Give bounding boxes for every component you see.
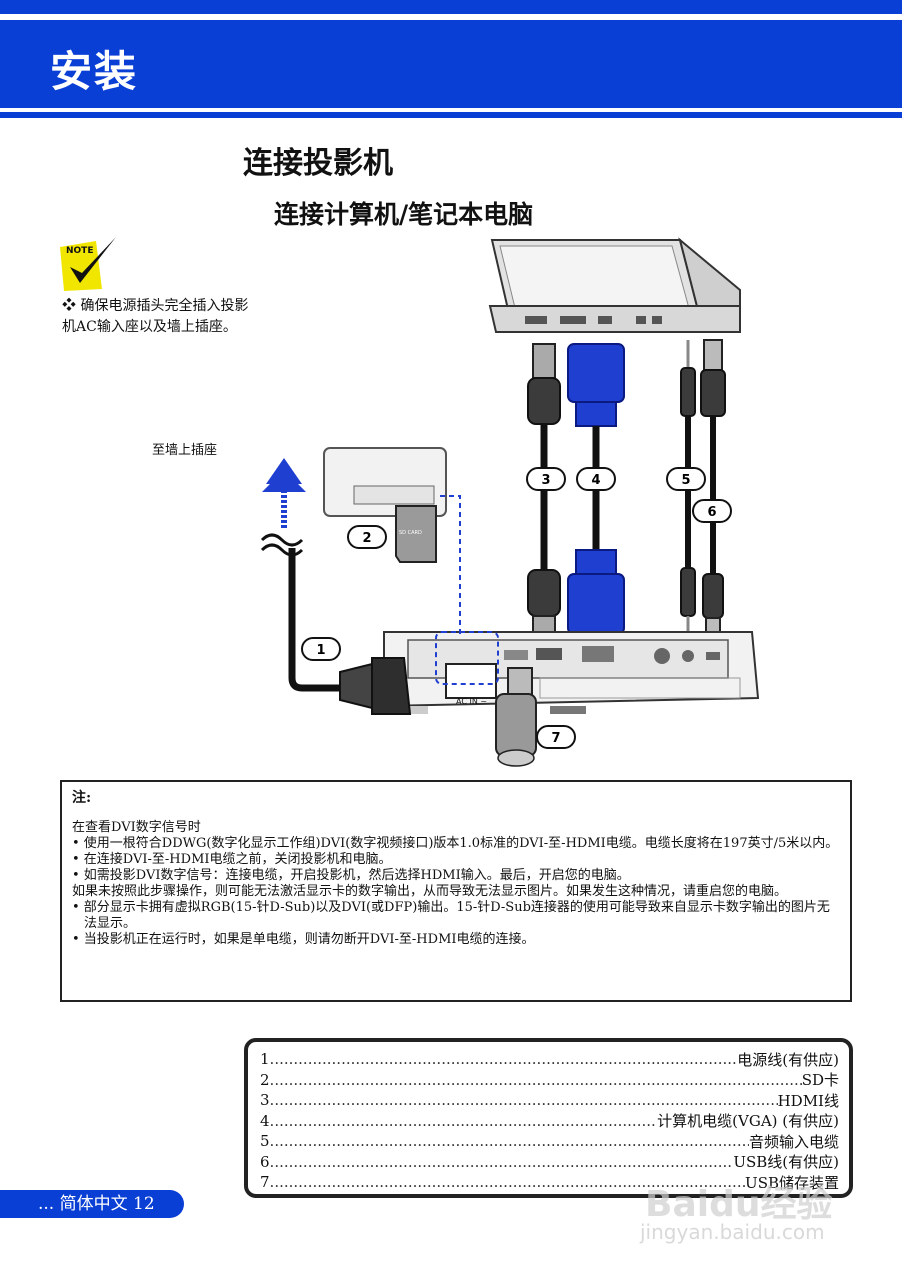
callout-5-label: 5	[681, 473, 690, 488]
legend-label: HDMI线	[777, 1091, 839, 1110]
callout-6: 6	[692, 499, 732, 523]
note-badge-label: NOTE	[66, 246, 93, 256]
legend-label: 计算机电缆(VGA) (有供应)	[657, 1112, 839, 1131]
legend-leader: ........................................…	[269, 1132, 749, 1151]
note-check-icon: NOTE	[60, 237, 116, 291]
legend-number: 2	[260, 1070, 270, 1089]
wall-outlet-label: 至墙上插座	[152, 443, 217, 458]
vga-cable	[567, 343, 625, 635]
callout-3-label: 3	[541, 473, 550, 488]
legend-number: 5	[260, 1132, 270, 1151]
callout-1: 1	[301, 637, 341, 661]
legend-row: 7 ......................................…	[260, 1172, 839, 1193]
legend-leader: ........................................…	[269, 1152, 734, 1171]
footer-page-label: ... 简体中文 12	[38, 1194, 155, 1214]
ac-in-label: AC IN ~	[456, 697, 487, 706]
callout-3: 3	[526, 467, 566, 491]
callout-6-label: 6	[707, 505, 716, 520]
legend-row: 5 ......................................…	[260, 1131, 839, 1152]
header-underline	[0, 112, 902, 118]
legend-number: 6	[260, 1152, 270, 1171]
sd-card-label: SD CARD	[399, 530, 422, 536]
hdmi-cable	[527, 343, 561, 645]
callout-1-label: 1	[316, 643, 325, 658]
notes-line: • 当投影机正在运行时，如果是单电缆，则请勿断开DVI-至-HDMI电缆的连接。	[72, 932, 535, 947]
page-section-title: 安装	[50, 47, 139, 96]
legend-label: 电源线(有供应)	[737, 1050, 839, 1069]
power-cable	[260, 533, 412, 715]
connection-diagram: AC IN ~ SD CARD 至墙上插座	[152, 237, 760, 767]
callout-4-label: 4	[591, 473, 600, 488]
watermark-brand: Baidu经验	[645, 1184, 833, 1225]
notes-line: • 在连接DVI-至-HDMI电缆之前，关闭投影机和电脑。	[72, 852, 392, 867]
legend-number: 1	[260, 1050, 270, 1069]
watermark-url: jingyan.baidu.com	[640, 1220, 825, 1244]
page-heading: 连接投影机	[243, 146, 393, 181]
projector-illustration: AC IN ~	[383, 631, 760, 714]
legend-label: 音频输入电缆	[748, 1132, 839, 1151]
legend-row: 3 ......................................…	[260, 1090, 839, 1111]
legend-label: SD卡	[801, 1071, 839, 1090]
legend-row: 1 ......................................…	[260, 1049, 839, 1070]
sd-card-illustration: SD CARD	[323, 447, 447, 563]
page-subheading: 连接计算机/笔记本电脑	[274, 200, 534, 229]
callout-5: 5	[666, 467, 706, 491]
notes-line: • 如需投影DVI数字信号：连接电缆，开启投影机，然后选择HDMI输入。最后，开…	[72, 868, 630, 883]
note-text: ❖ 确保电源插头完全插入投影机AC输入座以及墙上插座。	[62, 298, 249, 335]
legend-number: 3	[260, 1091, 270, 1110]
notes-title: 注:	[72, 790, 92, 806]
usb-cable	[700, 339, 726, 639]
usb-storage-illustration	[495, 667, 537, 767]
audio-cable	[680, 340, 696, 638]
notes-line: • 使用一根符合DDWG(数字化显示工作组)DVI(数字视频接口)版本1.0标准…	[72, 836, 839, 851]
legend-leader: ........................................…	[269, 1050, 738, 1069]
laptop-illustration	[488, 237, 741, 333]
callout-2-label: 2	[362, 531, 371, 546]
header-bar	[0, 20, 902, 108]
notes-line: • 部分显示卡拥有虚拟RGB(15-针D-Sub)以及DVI(或DFP)输出。1…	[72, 900, 830, 931]
notes-line: 如果未按照此步骤操作，则可能无法激活显示卡的数字输出，从而导致无法显示图片。如果…	[72, 884, 788, 899]
legend-row: 2 ......................................…	[260, 1070, 839, 1091]
notes-box: 注: 在查看DVI数字信号时 • 使用一根符合DDWG(数字化显示工作组)DVI…	[60, 780, 852, 1002]
notes-line: 在查看DVI数字信号时	[72, 820, 201, 835]
page-footer: ... 简体中文 12	[0, 1190, 184, 1218]
legend-label: USB储存装置	[745, 1173, 839, 1192]
legend-leader: ........................................…	[269, 1173, 746, 1192]
callout-7: 7	[536, 725, 576, 749]
wall-outlet-arrow-icon	[262, 458, 306, 528]
legend-number: 4	[260, 1111, 270, 1130]
callout-4: 4	[576, 467, 616, 491]
legend-row: 4 ......................................…	[260, 1111, 839, 1132]
legend-number: 7	[260, 1173, 270, 1192]
legend-row: 6 ......................................…	[260, 1152, 839, 1173]
cable-legend: 1 ......................................…	[244, 1038, 853, 1198]
header-gap	[0, 14, 902, 20]
legend-label: USB线(有供应)	[733, 1153, 839, 1172]
legend-leader: ........................................…	[269, 1070, 802, 1089]
legend-leader: ........................................…	[269, 1091, 778, 1110]
callout-2: 2	[347, 525, 387, 549]
callout-7-label: 7	[551, 731, 560, 746]
legend-leader: ........................................…	[269, 1111, 658, 1130]
header-top-bar	[0, 0, 902, 14]
